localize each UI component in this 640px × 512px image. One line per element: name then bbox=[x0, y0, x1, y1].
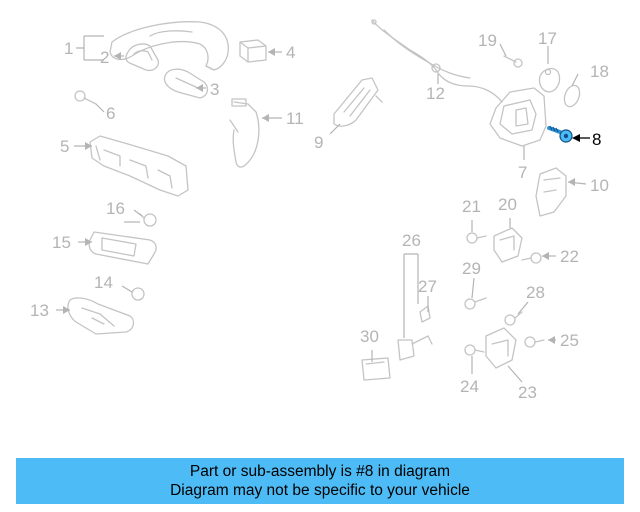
part-29-bolt bbox=[464, 297, 487, 310]
part-11-rod bbox=[229, 98, 260, 168]
callout-23: 23 bbox=[518, 383, 537, 402]
callout-5: 5 bbox=[60, 137, 69, 156]
part-20-striker bbox=[493, 227, 523, 263]
callout-2: 2 bbox=[100, 48, 109, 67]
callout-19: 19 bbox=[478, 31, 497, 50]
callout-14: 14 bbox=[94, 273, 113, 292]
callout-3: 3 bbox=[210, 80, 219, 99]
callout-16: 16 bbox=[106, 199, 125, 218]
banner-line-2: Diagram may not be specific to your vehi… bbox=[170, 482, 470, 499]
callout-12: 12 bbox=[426, 84, 445, 103]
callout-27: 27 bbox=[418, 277, 437, 296]
parts-diagram: 1 2 3 4 5 6 7 8 9 10 11 12 13 14 15 16 1… bbox=[30, 19, 609, 402]
banner-line-1: Part or sub-assembly is #8 in diagram bbox=[189, 463, 451, 480]
part-21-bolt bbox=[466, 232, 487, 244]
callout-labels: 1 2 3 4 5 6 7 8 9 10 11 12 13 14 15 16 1… bbox=[30, 29, 609, 402]
part-9-cover bbox=[333, 77, 383, 127]
callout-15: 15 bbox=[52, 233, 71, 252]
callout-1: 1 bbox=[64, 39, 73, 58]
callout-21: 21 bbox=[462, 197, 481, 216]
part-7-lock-actuator bbox=[489, 87, 547, 147]
part-14-screw bbox=[131, 287, 145, 301]
part-28-bolt bbox=[504, 311, 523, 326]
part-26-linkage bbox=[397, 305, 433, 361]
part-6-screw bbox=[74, 90, 97, 105]
part-2-handle-seal bbox=[125, 43, 160, 72]
callout-28: 28 bbox=[526, 283, 545, 302]
callout-26: 26 bbox=[402, 231, 421, 250]
callout-20: 20 bbox=[498, 195, 517, 214]
leader-arrows bbox=[63, 48, 590, 344]
callout-9: 9 bbox=[314, 133, 323, 152]
part-13-inside-handle bbox=[67, 297, 135, 335]
part-4-bracket bbox=[239, 39, 267, 63]
callout-11: 11 bbox=[286, 109, 304, 128]
callout-10: 10 bbox=[590, 176, 609, 195]
part-3-base-plate bbox=[163, 68, 209, 99]
callout-4: 4 bbox=[286, 43, 295, 62]
part-22-bolt bbox=[521, 252, 542, 264]
part-23-hinge bbox=[485, 327, 517, 369]
part-12-cable bbox=[371, 19, 503, 103]
part-18-washer bbox=[563, 84, 581, 108]
callout-30: 30 bbox=[360, 327, 379, 346]
callout-22: 22 bbox=[560, 247, 579, 266]
part-17-cam bbox=[538, 67, 561, 93]
part-15-inside-bezel bbox=[88, 231, 157, 265]
part-19-screw bbox=[503, 55, 523, 68]
callout-7: 7 bbox=[518, 163, 527, 182]
callout-29: 29 bbox=[462, 259, 481, 278]
part-10-bracket bbox=[535, 167, 567, 217]
callout-18: 18 bbox=[590, 62, 609, 81]
part-24-bolt bbox=[464, 344, 485, 356]
callout-24: 24 bbox=[460, 377, 479, 396]
callout-6: 6 bbox=[106, 104, 115, 123]
part-30-clip bbox=[361, 357, 391, 381]
callout-17: 17 bbox=[538, 29, 557, 48]
callout-8: 8 bbox=[592, 130, 601, 149]
callout-25: 25 bbox=[560, 331, 579, 350]
part-8-bolt bbox=[547, 125, 573, 143]
part-5-handle-carrier bbox=[89, 135, 189, 197]
part-16-screw bbox=[139, 213, 157, 227]
part-1-outer-handle bbox=[109, 21, 229, 71]
part-25-bolt bbox=[524, 336, 545, 348]
info-banner: Part or sub-assembly is #8 in diagram Di… bbox=[16, 458, 624, 504]
callout-13: 13 bbox=[30, 301, 49, 320]
